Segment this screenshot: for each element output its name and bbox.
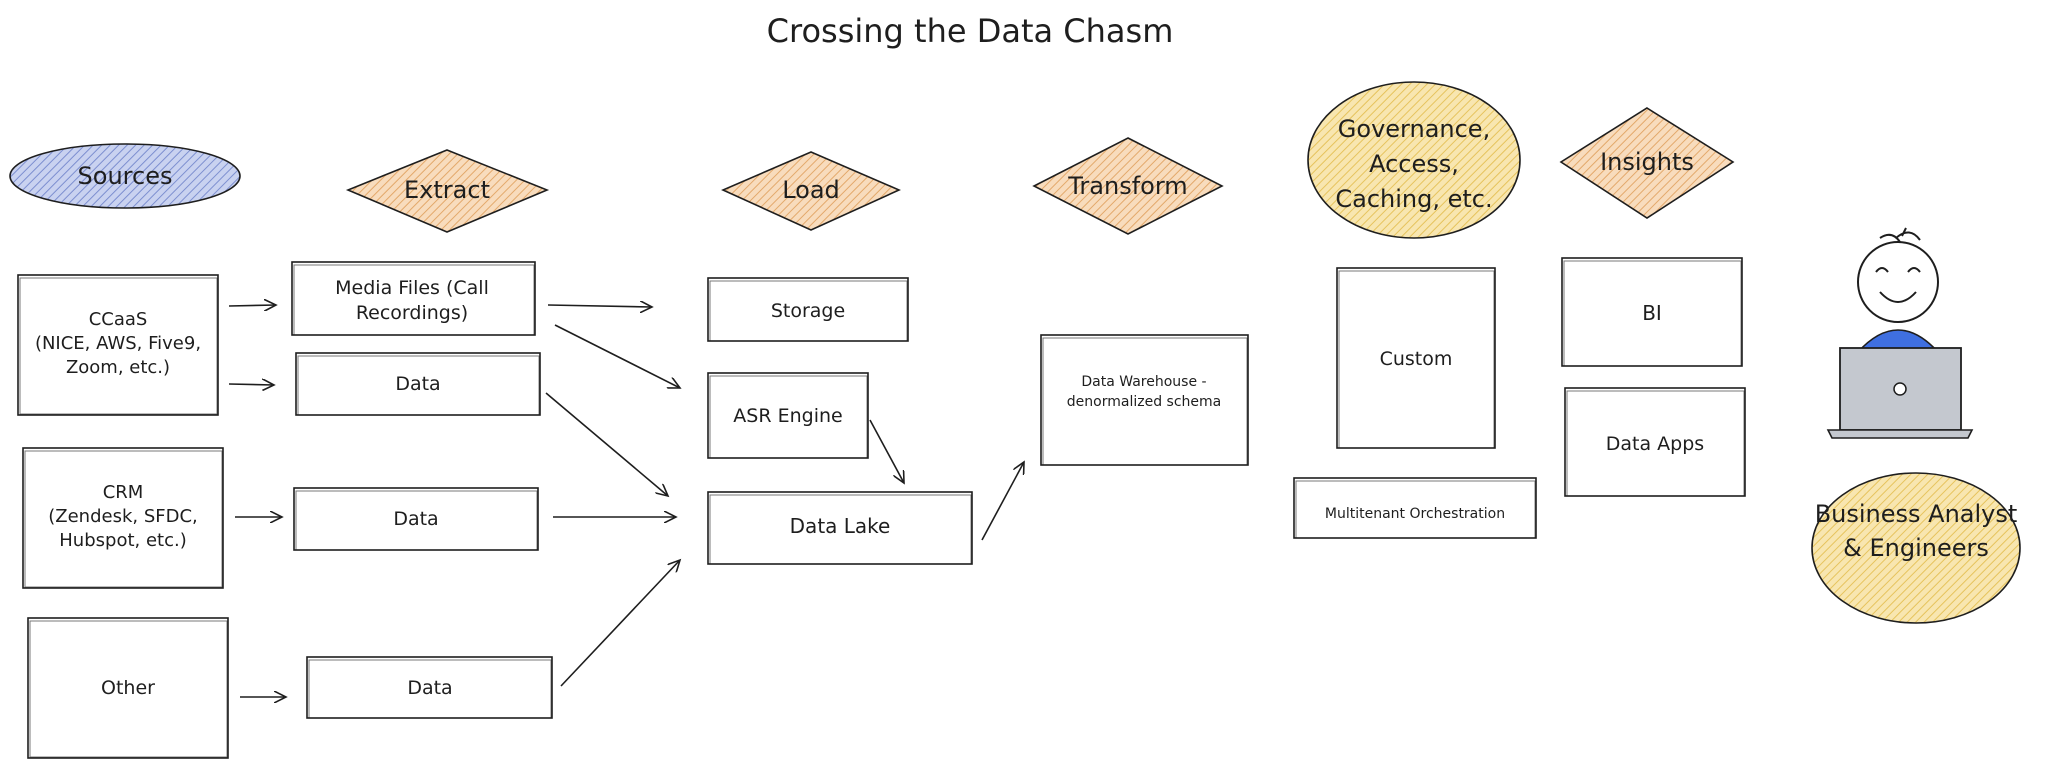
extract-data-label-2: Data	[393, 508, 438, 530]
audience-line-1: Business Analyst	[1815, 500, 2018, 528]
custom-label: Custom	[1380, 348, 1453, 370]
extract-data-box-3: Data	[306, 656, 553, 719]
orchestration-label: Multitenant Orchestration	[1325, 506, 1505, 522]
audience-ellipse: Business Analyst & Engineers	[1811, 472, 2021, 624]
extract-data-label-1: Data	[395, 373, 440, 395]
other-label: Other	[101, 677, 155, 699]
media-files-box: Media Files (Call Recordings)	[291, 261, 536, 336]
arrow-media-to-storage	[547, 305, 652, 307]
ccaas-line-2: (NICE, AWS, Five9,	[35, 333, 201, 354]
warehouse-line-1: Data Warehouse -	[1081, 374, 1206, 390]
bi-label: BI	[1642, 301, 1662, 325]
sources-header: Sources	[9, 143, 241, 209]
arrows	[228, 305, 1024, 697]
ccaas-line-1: CCaaS	[89, 309, 148, 330]
crm-line-2: (Zendesk, SFDC,	[48, 506, 198, 527]
diagram-title: Crossing the Data Chasm	[767, 12, 1174, 50]
analyst-figure	[1856, 227, 1940, 353]
governance-line-1: Governance,	[1338, 115, 1490, 143]
arrow-media-to-asr	[554, 324, 680, 388]
arrow-asr-to-lake	[869, 419, 904, 483]
media-files-line-2: Recordings)	[356, 302, 468, 324]
custom-box: Custom	[1336, 267, 1496, 449]
extract-data-box-2: Data	[293, 487, 539, 551]
load-header: Load	[721, 151, 901, 231]
arrow-lake-to-warehouse	[981, 462, 1024, 541]
data-apps-box: Data Apps	[1564, 387, 1746, 497]
sources-header-label: Sources	[78, 162, 173, 190]
extract-header: Extract	[345, 149, 550, 233]
arrow-ccaas-to-data	[228, 384, 274, 385]
governance-line-2: Access,	[1369, 150, 1459, 178]
storage-box: Storage	[707, 277, 909, 342]
ccaas-source: CCaaS (NICE, AWS, Five9, Zoom, etc.)	[17, 274, 219, 416]
extract-data-label-3: Data	[407, 677, 452, 699]
transform-header: Transform	[1032, 137, 1224, 235]
load-header-label: Load	[782, 176, 840, 204]
crm-line-3: Hubspot, etc.)	[59, 530, 186, 551]
arrow-data1-to-lake	[545, 392, 668, 496]
insights-header-label: Insights	[1600, 148, 1694, 176]
extract-data-box-1: Data	[295, 352, 541, 416]
data-lake-label: Data Lake	[790, 514, 891, 538]
data-apps-label: Data Apps	[1606, 433, 1704, 455]
crm-line-1: CRM	[103, 482, 144, 503]
crm-source: CRM (Zendesk, SFDC, Hubspot, etc.)	[22, 447, 224, 589]
governance-line-3: Caching, etc.	[1335, 185, 1492, 213]
asr-engine-label: ASR Engine	[733, 405, 842, 427]
media-files-line-1: Media Files (Call	[335, 277, 489, 299]
storage-label: Storage	[771, 300, 845, 322]
insights-header: Insights	[1559, 107, 1735, 219]
orchestration-box: Multitenant Orchestration	[1293, 477, 1537, 539]
transform-header-label: Transform	[1067, 172, 1187, 200]
warehouse-line-2: denormalized schema	[1067, 394, 1221, 410]
other-source: Other	[27, 617, 229, 759]
governance-header: Governance, Access, Caching, etc.	[1307, 81, 1521, 239]
asr-engine-box: ASR Engine	[707, 372, 869, 459]
extract-header-label: Extract	[404, 176, 490, 204]
bi-box: BI	[1561, 257, 1743, 367]
data-lake-box: Data Lake	[707, 491, 973, 565]
laptop-icon	[1826, 347, 1974, 439]
arrow-ccaas-to-media	[228, 305, 276, 306]
arrow-data3-to-lake	[560, 560, 680, 687]
data-warehouse-box: Data Warehouse - denormalized schema	[1040, 334, 1249, 466]
ccaas-line-3: Zoom, etc.)	[66, 357, 170, 378]
audience-line-2: & Engineers	[1843, 534, 1989, 562]
